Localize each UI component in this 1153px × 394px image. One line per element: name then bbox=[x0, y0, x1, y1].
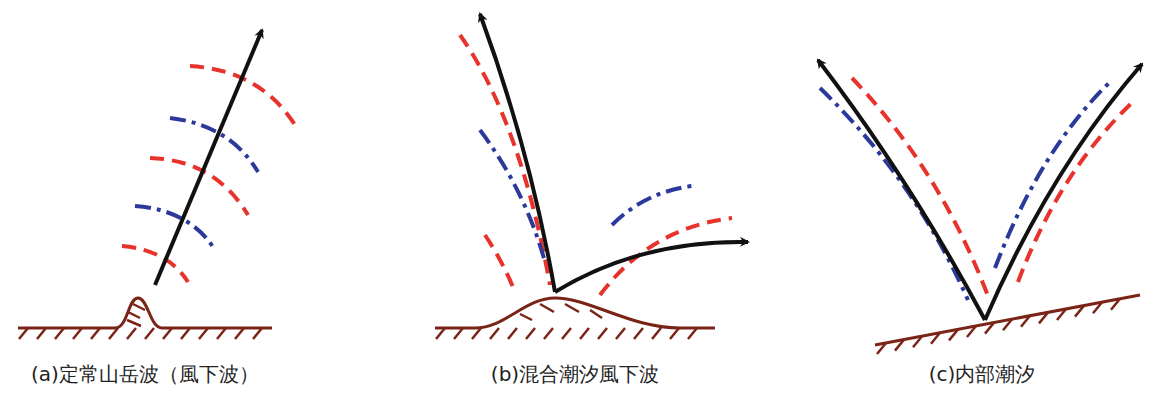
ground-b bbox=[435, 298, 715, 339]
crests-a bbox=[122, 66, 295, 282]
panel-caption: (a)定常山岳波（風下波） bbox=[31, 362, 259, 386]
panel-caption: (b)混合潮汐風下波 bbox=[491, 362, 659, 386]
panel-caption: (c)内部潮汐 bbox=[929, 362, 1036, 386]
ground-a bbox=[18, 298, 272, 339]
group-velocity-arrow bbox=[155, 30, 262, 285]
group-velocity-arrows-c bbox=[818, 60, 1142, 320]
group-velocity-arrows-b bbox=[480, 14, 748, 292]
ground-c bbox=[875, 295, 1140, 354]
crests-c bbox=[820, 78, 1135, 300]
